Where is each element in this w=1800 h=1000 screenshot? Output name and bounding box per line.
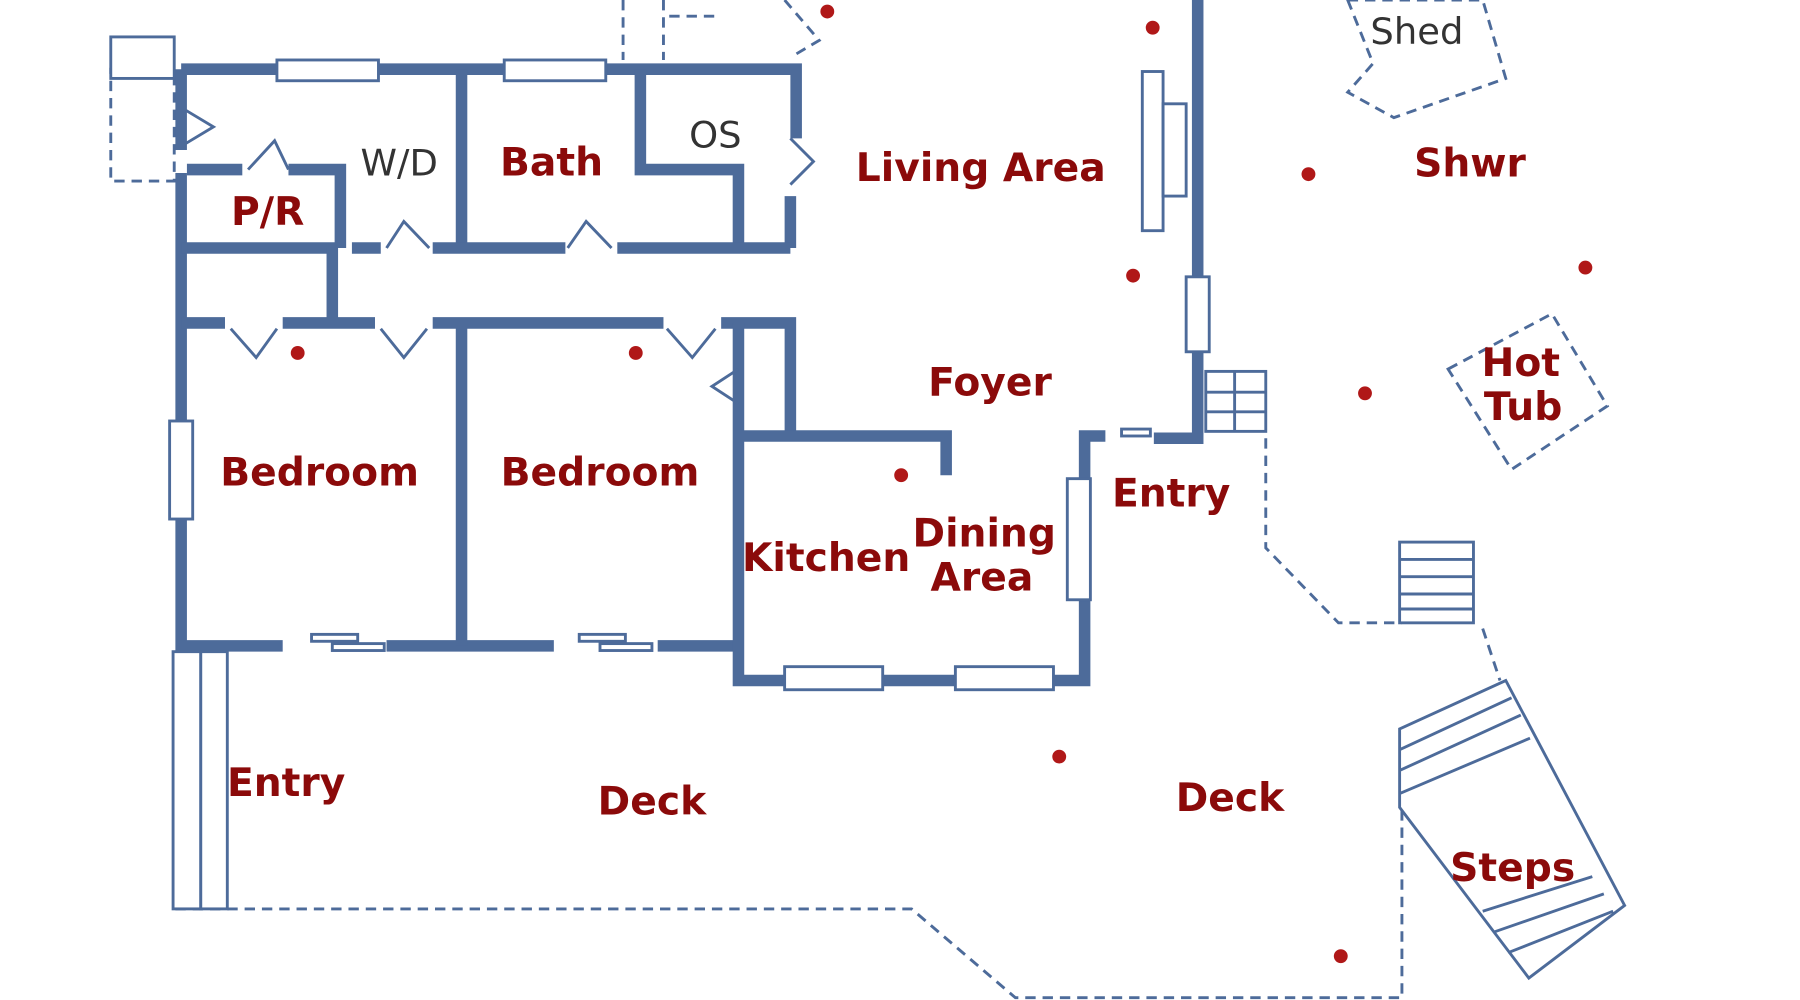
room-label-shed: Shed: [1370, 10, 1463, 53]
room-label-bath: Bath: [500, 140, 603, 185]
room-label-hot-tub-line1: Hot: [1482, 341, 1561, 386]
room-label-os: OS: [689, 114, 741, 157]
outdoor-structures: [1345, 0, 1610, 472]
room-label-pr: P/R: [231, 190, 304, 235]
room-label-foyer: Foyer: [928, 361, 1052, 406]
stairs: [1204, 369, 1627, 981]
doors: [183, 108, 1152, 652]
room-label-steps: Steps: [1450, 846, 1575, 891]
room-label-deck-2: Deck: [1176, 776, 1285, 821]
room-label-kitchen: Kitchen: [742, 536, 910, 581]
room-label-dining-line1: Dining: [913, 512, 1056, 557]
windows: [168, 58, 1211, 911]
walls: [175, 0, 1204, 687]
room-label-entry-right: Entry: [1112, 471, 1230, 516]
room-label-deck-1: Deck: [598, 779, 707, 824]
room-label-living-area: Living Area: [856, 146, 1106, 191]
room-label-wd: W/D: [361, 141, 438, 184]
room-label-entry-left: Entry: [227, 761, 345, 806]
room-label-bedroom-2: Bedroom: [501, 451, 700, 496]
location-markers: [290, 4, 1593, 964]
room-label-bedroom-1: Bedroom: [220, 451, 419, 496]
room-label-dining-line2: Area: [931, 556, 1034, 601]
room-label-hot-tub-line2: Tub: [1484, 385, 1562, 430]
room-label-shower: Shwr: [1414, 141, 1526, 186]
dashed-outlines: [109, 0, 1502, 1000]
